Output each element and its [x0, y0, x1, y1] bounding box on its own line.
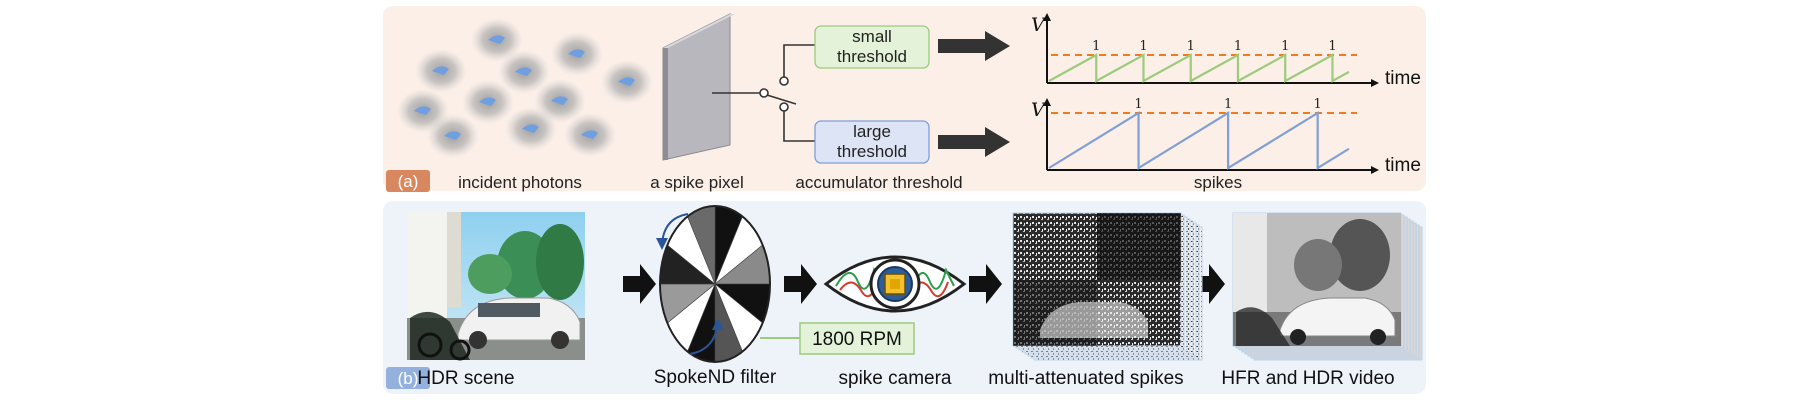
building-shape: [1233, 213, 1267, 318]
threshold-switch: [712, 44, 815, 142]
spike-pixel-slab: [662, 13, 735, 161]
multi-attenuated-spikes-stack: [1012, 212, 1203, 361]
large-threshold-box: large threshold: [814, 120, 930, 164]
y-axis-arrow-icon: [1043, 13, 1051, 21]
photon-icon: [551, 32, 603, 76]
spike-marker-label: 1: [1092, 39, 1100, 54]
arrow-scene-to-filter: [623, 264, 656, 304]
y-axis-arrow-icon: [1043, 98, 1051, 106]
tree-shape: [1294, 239, 1342, 291]
arrow-filter-to-camera: [784, 264, 817, 304]
panel-b-tag: (b): [386, 367, 430, 389]
photon-icon: [415, 49, 467, 93]
arrow-small-to-plot: [938, 31, 1010, 61]
panel-a-tag-text: (a): [398, 172, 419, 191]
spikes-label: spikes: [1194, 173, 1242, 192]
spike-camera-label: spike camera: [839, 368, 952, 389]
x-axis-arrow-icon: [1371, 166, 1379, 174]
photon-icon: [601, 60, 653, 104]
spike-marker-label: 1: [1187, 39, 1195, 54]
spike-camera-eye-icon: [823, 255, 967, 313]
x-axis-label: time: [1385, 68, 1421, 89]
incident-photons-label: incident photons: [458, 173, 582, 192]
photon-icon: [564, 113, 616, 157]
x-axis-label: time: [1385, 155, 1421, 176]
spokend-filter-label: SpokeND filter: [654, 367, 777, 388]
spike-marker-label: 1: [1328, 39, 1336, 54]
y-axis-label: V: [1031, 99, 1047, 121]
rpm-box: 1800 RPM: [799, 322, 915, 355]
large-threshold-line2: threshold: [837, 142, 907, 161]
car-shape: [1279, 297, 1396, 337]
accumulator-threshold-label: accumulator threshold: [795, 173, 962, 192]
incident-photons-illustration: [397, 18, 653, 158]
photon-icon: [505, 107, 557, 151]
arrow-large-to-plot: [938, 127, 1010, 157]
filter-rim: [659, 205, 771, 363]
tree-shape: [1330, 219, 1390, 291]
car-silhouette: [1040, 302, 1148, 338]
multi-attenuated-spikes-label: multi-attenuated spikes: [988, 368, 1183, 389]
hdr-scene-image: [407, 212, 585, 361]
photon-icon: [427, 114, 479, 158]
arrow-spikes-to-video: [1192, 264, 1225, 304]
voltage-trace: [1048, 111, 1350, 170]
photon-icon: [498, 50, 550, 94]
spike-pixel-label: a spike pixel: [650, 173, 744, 192]
spike-marker-label: 1: [1234, 39, 1242, 54]
spike-marker-label: 1: [1134, 97, 1142, 112]
spike-marker-label: 1: [1224, 97, 1232, 112]
arrow-camera-to-spikes: [969, 264, 1002, 304]
panel-b-arrows: [623, 264, 1225, 304]
small-threshold-box: small threshold: [814, 25, 930, 69]
spike-marker-label: 1: [1314, 97, 1322, 112]
small-threshold-line2: threshold: [837, 47, 907, 66]
rotation-arrow-top-head-icon: [656, 238, 668, 250]
panel-a-background: [383, 6, 1426, 191]
small-threshold-line1: small: [852, 27, 892, 46]
panel-a-tag: (a): [386, 170, 430, 192]
y-axis-label: V: [1031, 14, 1047, 36]
panel-b-tag-text: (b): [398, 369, 419, 388]
hdr-scene-label: HDR scene: [417, 368, 514, 389]
spike-marker-label: 1: [1281, 39, 1289, 54]
hfr-hdr-video-label: HFR and HDR video: [1221, 368, 1394, 389]
wheel-shape: [1290, 329, 1306, 345]
hfr-hdr-video-stack: [1232, 212, 1423, 361]
panel-a-arrows: [938, 31, 1010, 157]
spokend-filter-wheel: [659, 205, 771, 363]
bikes-shape: [1236, 307, 1290, 346]
photon-icon: [462, 80, 514, 124]
photon-icon: [471, 18, 523, 62]
x-axis-arrow-icon: [1371, 79, 1379, 87]
voltage-trace: [1048, 53, 1350, 83]
large-threshold-line1: large: [853, 122, 891, 141]
rpm-text: 1800 RPM: [812, 329, 902, 350]
wheel-shape: [1370, 329, 1386, 345]
spike-marker-label: 1: [1139, 39, 1147, 54]
dark-quadrant: [1097, 213, 1181, 280]
rotation-arrow-bottom-head-icon: [712, 318, 724, 330]
